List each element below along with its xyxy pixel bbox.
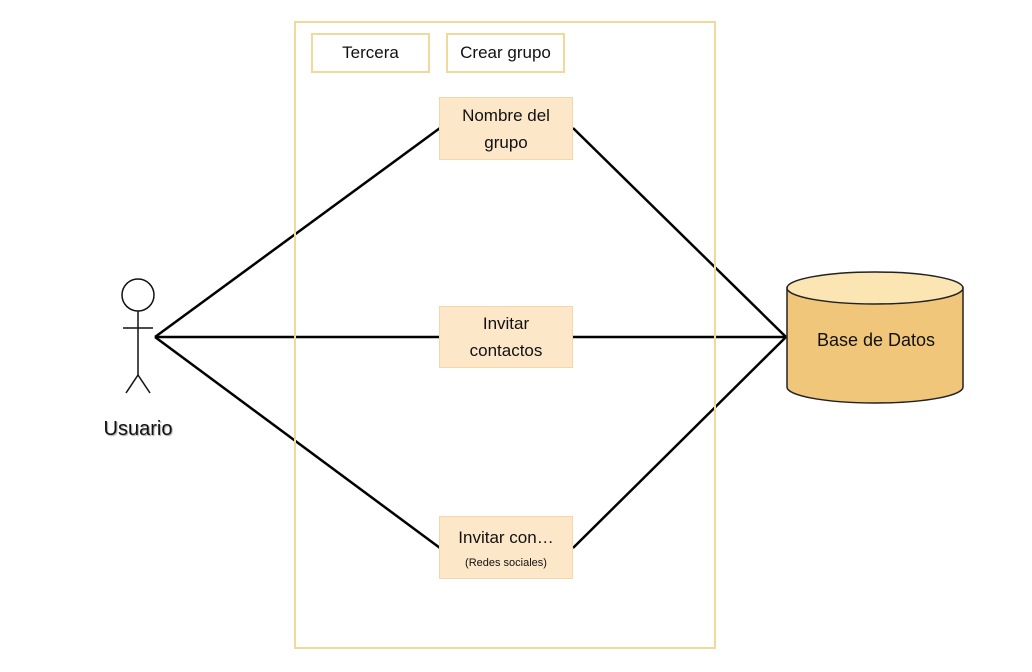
actor-label: Usuario (103, 418, 173, 440)
usecase-label-line: Invitar (482, 314, 530, 333)
database-cylinder-icon (786, 271, 964, 404)
usecase-label-line: Invitar con… (458, 528, 554, 547)
connector-actor-usecase-3 (154, 335, 441, 550)
usecase-label-line: Nombre del (462, 105, 550, 125)
usecase-label-line: grupo (484, 132, 528, 152)
boundary-tab-label: Crear grupo (460, 43, 551, 62)
system-boundary (294, 21, 716, 649)
boundary-tab-crear-grupo: Crear grupo (446, 33, 565, 73)
boundary-tab-label: Tercera (342, 43, 399, 62)
database-label: Base de Datos (816, 330, 936, 350)
usecase-sublabel: (Redes sociales) (465, 557, 547, 569)
connector-usecase-3-database (572, 336, 787, 549)
boundary-tab-tercera: Tercera (311, 33, 430, 73)
connector-actor-usecase-1 (154, 126, 441, 339)
usecase-label-line: contactos (469, 341, 543, 360)
actor-stick-figure-icon (121, 278, 155, 394)
connector-usecase-1-database (572, 127, 787, 338)
usecase-nombre-del-grupo: Nombre del grupo (439, 97, 573, 160)
usecase-invitar-redes-sociales: Invitar con… (Redes sociales) (439, 516, 573, 579)
usecase-invitar-contactos: Invitar contactos (439, 306, 573, 368)
